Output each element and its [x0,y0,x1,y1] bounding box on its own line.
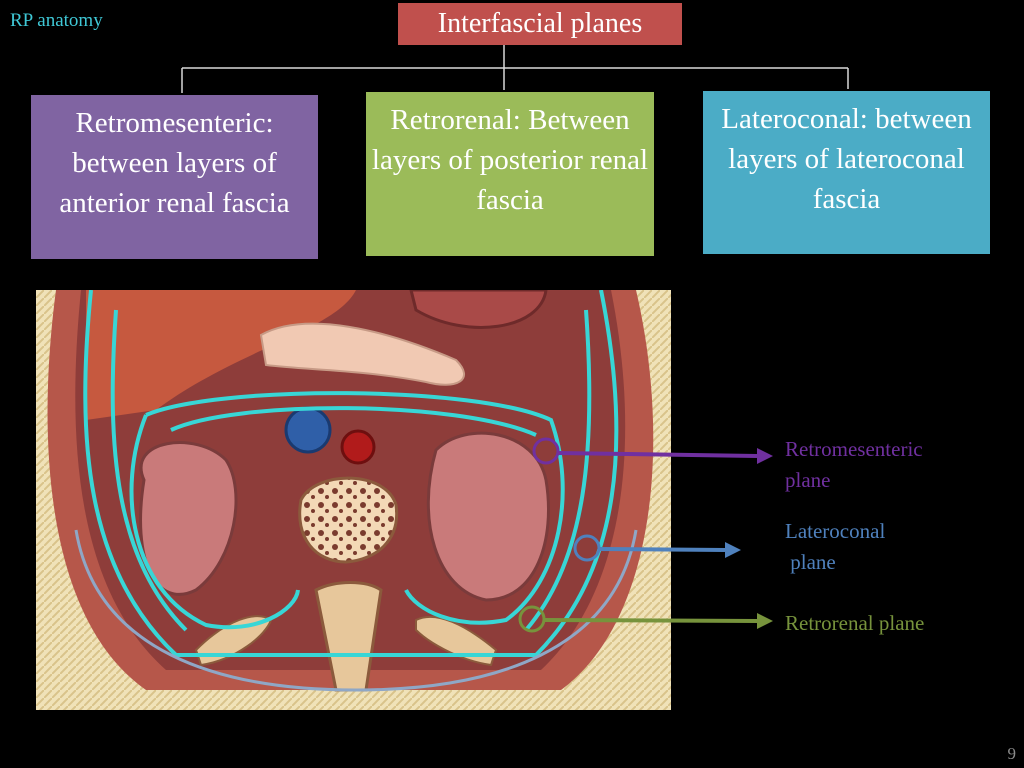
stomach [409,290,548,329]
pancreas [259,322,466,386]
lateroconal-box: Lateroconal: between layers of laterocon… [703,91,990,254]
ribs [194,615,498,667]
retrorenal-box: Retrorenal: Between layers of posterior … [366,92,654,256]
corner-label: RP anatomy [10,10,103,31]
legend-retrorenal: Retrorenal plane [785,611,925,635]
liver [86,290,356,420]
right-kidney [426,431,550,602]
retromesenteric-box: Retromesenteric: between layers of anter… [31,95,318,259]
title-box: Interfascial planes [398,3,682,45]
legend-lateroconal: Lateroconal plane [785,519,886,574]
page-number: 9 [1007,744,1017,763]
fascia-lines [83,290,619,657]
vertebra [298,476,399,692]
aorta-ivc [284,406,376,465]
legend-retromesenteric: Retromesenteric plane [785,437,923,492]
anatomy-illustration [36,290,671,710]
